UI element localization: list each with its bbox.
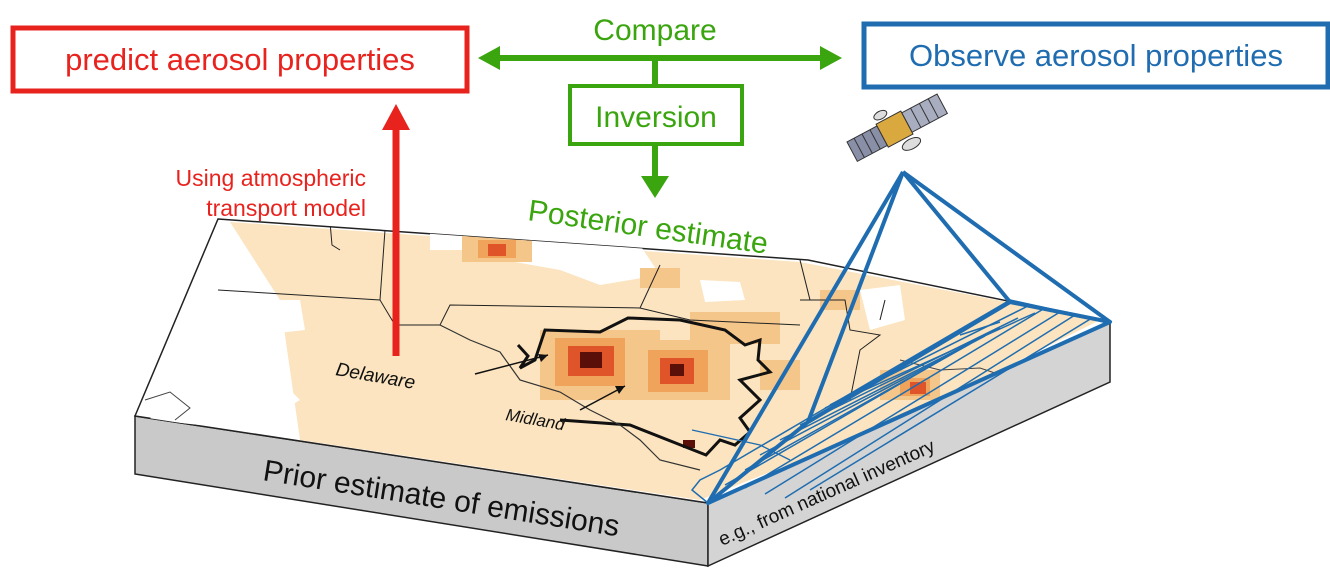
inversion-box: Inversion xyxy=(568,84,744,146)
inversion-down-arrow xyxy=(641,144,669,198)
emissions-map: Delaware Midland xyxy=(144,221,1100,500)
satellite-icon xyxy=(846,93,949,163)
satellite-cone xyxy=(706,170,1112,505)
transport-label-line2: transport model xyxy=(206,195,366,221)
transport-arrow xyxy=(382,104,410,356)
arrow-heads xyxy=(538,354,625,394)
predict-box: predict aerosol properties xyxy=(10,25,470,94)
observe-box: Observe aerosol properties xyxy=(861,21,1330,90)
satellite-footprint xyxy=(690,170,1113,505)
transport-label-line1: Using atmospheric xyxy=(176,165,366,191)
map-gaps xyxy=(150,230,905,430)
inversion-label: Inversion xyxy=(595,101,717,134)
observe-box-label: Observe aerosol properties xyxy=(909,38,1283,73)
river-line xyxy=(439,324,701,471)
compare-arrow xyxy=(478,46,842,84)
compare-label: Compare xyxy=(593,14,716,47)
map-boundaries xyxy=(217,221,886,401)
predict-box-label: predict aerosol properties xyxy=(65,42,415,77)
emission-max xyxy=(580,352,695,448)
basin-outline xyxy=(516,316,773,457)
